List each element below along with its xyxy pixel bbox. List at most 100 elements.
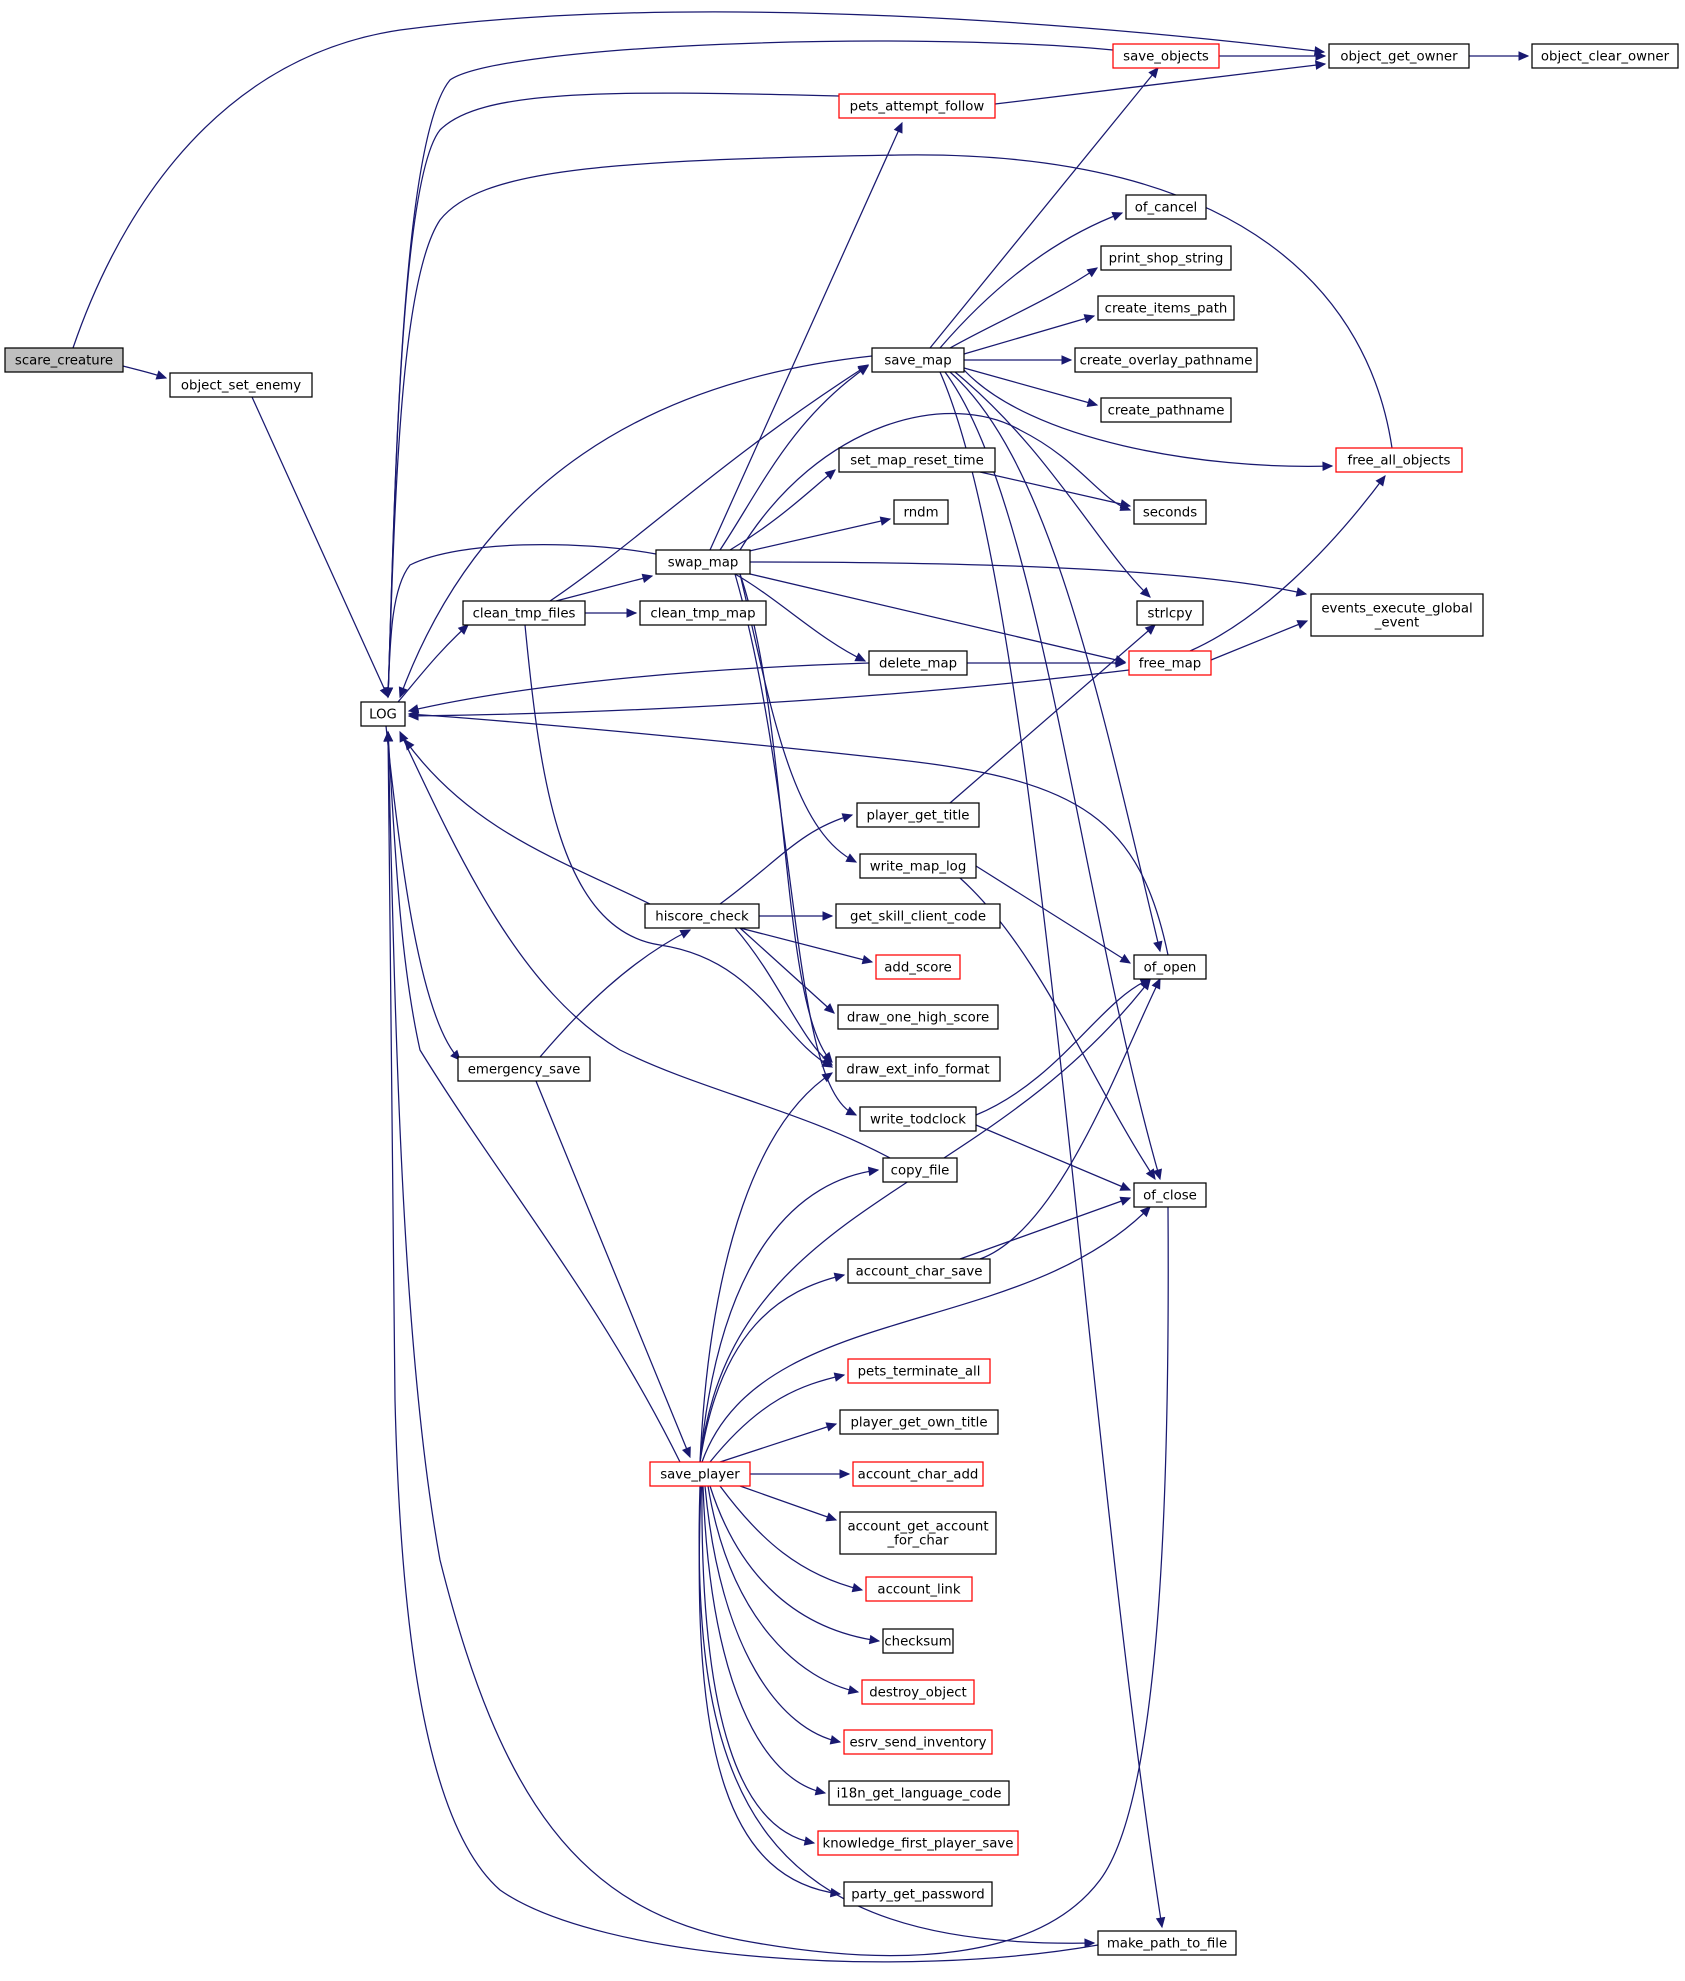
edge-hiscore_check-to-add_score [739, 927, 874, 965]
edge-save_map-to-LOG [398, 355, 873, 699]
node-label: add_score [884, 961, 951, 976]
node-strlcpy[interactable]: strlcpy [1136, 600, 1204, 626]
node-of-close[interactable]: of_close [1133, 1182, 1207, 1208]
edge-save_map-to-create_overlay_pathname [964, 355, 1073, 365]
node-label: delete_map [879, 657, 957, 672]
node-rndm[interactable]: rndm [893, 499, 949, 525]
node-label: checksum [884, 1635, 951, 1650]
edge-write_map_log-to-of_open [975, 865, 1132, 964]
node-label: _event [1374, 616, 1420, 631]
node-esrv-send-inventory[interactable]: esrv_send_inventory [843, 1729, 993, 1755]
edge-delete_map-to-free_map [967, 658, 1127, 668]
node-label: save_player [660, 1468, 740, 1483]
node-party-get-password[interactable]: party_get_password [843, 1881, 993, 1907]
edge-swap_map-to-rndm [744, 516, 892, 553]
node-make-path-to-file[interactable]: make_path_to_file [1097, 1930, 1237, 1956]
node-account-char-save[interactable]: account_char_save [847, 1258, 991, 1284]
node-account-link[interactable]: account_link [865, 1576, 973, 1602]
node-create-pathname[interactable]: create_pathname [1100, 397, 1232, 423]
node-i18n-get-language-code[interactable]: i18n_get_language_code [828, 1780, 1010, 1806]
node-scare-creature: scare_creature [4, 347, 124, 373]
node-label: account_char_save [856, 1265, 983, 1280]
node-create-overlay-pathname[interactable]: create_overlay_pathname [1074, 347, 1258, 373]
node-checksum[interactable]: checksum [882, 1628, 954, 1654]
node-account-char-add[interactable]: account_char_add [852, 1461, 984, 1487]
node-label: hiscore_check [655, 910, 749, 925]
node-label: scare_creature [15, 354, 113, 369]
node-label: LOG [369, 708, 397, 723]
edge-free_map-to-free_all_objects [1189, 475, 1386, 652]
edge-swap_map-to-write_todclock [734, 573, 858, 1116]
node-events-execute-global-event[interactable]: events_execute_global_event [1310, 593, 1484, 637]
edge-object_get_owner-to-object_clear_owner [1469, 51, 1530, 61]
node-copy-file[interactable]: copy_file [882, 1157, 958, 1183]
edge-save_player-to-account_char_add [750, 1469, 851, 1479]
node-save-objects[interactable]: save_objects [1112, 43, 1220, 69]
node-object-set-enemy[interactable]: object_set_enemy [169, 372, 313, 398]
node-free-map[interactable]: free_map [1128, 650, 1212, 676]
node-destroy-object[interactable]: destroy_object [861, 1679, 975, 1705]
node-swap-map[interactable]: swap_map [655, 549, 751, 575]
edge-save_player-to-make_path_to_file [698, 1485, 1096, 1948]
edge-save_map-to-create_pathname [963, 367, 1099, 408]
node-create-items-path[interactable]: create_items_path [1097, 295, 1235, 321]
node-pets-terminate-all[interactable]: pets_terminate_all [847, 1358, 991, 1384]
edge-save_map-to-of_close [944, 371, 1162, 1181]
node-save-player[interactable]: save_player [649, 1461, 751, 1487]
node-LOG[interactable]: LOG [360, 701, 406, 727]
node-label: of_open [1144, 961, 1197, 976]
node-set-map-reset-time[interactable]: set_map_reset_time [838, 447, 996, 473]
node-label: clean_tmp_map [650, 607, 755, 622]
node-label: of_close [1143, 1189, 1197, 1204]
edge-save_player-to-i18n_get_language_code [702, 1485, 827, 1796]
node-of-cancel[interactable]: of_cancel [1125, 194, 1207, 220]
node-seconds[interactable]: seconds [1133, 499, 1207, 525]
node-print-shop-string[interactable]: print_shop_string [1100, 245, 1232, 271]
node-get-skill-client-code[interactable]: get_skill_client_code [835, 903, 1001, 929]
node-player-get-title[interactable]: player_get_title [856, 802, 980, 828]
node-label: esrv_send_inventory [849, 1736, 986, 1751]
node-delete-map[interactable]: delete_map [868, 650, 968, 676]
node-label: emergency_save [468, 1063, 581, 1078]
node-write-map-log[interactable]: write_map_log [859, 853, 977, 879]
edge-save_player-to-knowledge_first_player_save [701, 1485, 816, 1846]
node-label: free_all_objects [1348, 454, 1451, 469]
node-draw-ext-info-format[interactable]: draw_ext_info_format [835, 1056, 1001, 1082]
edge-swap_map-to-save_map [719, 365, 870, 551]
node-label: create_overlay_pathname [1080, 354, 1253, 369]
node-pets-attempt-follow[interactable]: pets_attempt_follow [838, 93, 996, 119]
node-object-get-owner[interactable]: object_get_owner [1328, 43, 1470, 69]
node-draw-one-high-score[interactable]: draw_one_high_score [837, 1004, 999, 1030]
edge-copy_file-to-LOG [399, 730, 891, 1159]
node-account-get-account-for-char[interactable]: account_get_account_for_char [839, 1511, 997, 1555]
edge-swap_map-to-events_execute_global_event [749, 561, 1308, 597]
node-write-todclock[interactable]: write_todclock [859, 1106, 977, 1132]
node-label: account_get_account [847, 1520, 988, 1535]
node-of-open[interactable]: of_open [1133, 954, 1207, 980]
node-object-clear-owner[interactable]: object_clear_owner [1531, 43, 1679, 69]
node-label: save_objects [1123, 50, 1209, 65]
node-clean-tmp-map[interactable]: clean_tmp_map [639, 600, 767, 626]
node-label: destroy_object [869, 1686, 967, 1701]
node-add-score[interactable]: add_score [875, 954, 961, 980]
edge-save_player-to-LOG [383, 730, 681, 1463]
node-player-get-own-title[interactable]: player_get_own_title [839, 1409, 999, 1435]
node-label: seconds [1143, 506, 1197, 521]
node-label: set_map_reset_time [850, 454, 984, 469]
edge-save_map-to-save_objects [929, 67, 1159, 349]
node-label: events_execute_global [1321, 602, 1472, 617]
node-label: create_pathname [1108, 404, 1225, 419]
edge-hiscore_check-to-draw_ext_info_format [734, 927, 833, 1066]
node-knowledge-first-player-save[interactable]: knowledge_first_player_save [817, 1830, 1019, 1856]
edge-write_todclock-to-of_open [975, 978, 1152, 1116]
node-label: account_char_add [858, 1468, 979, 1483]
node-hiscore-check[interactable]: hiscore_check [644, 903, 760, 929]
node-clean-tmp-files[interactable]: clean_tmp_files [462, 600, 586, 626]
node-label: pets_attempt_follow [850, 100, 985, 115]
node-emergency-save[interactable]: emergency_save [457, 1056, 591, 1082]
node-save-map[interactable]: save_map [871, 347, 965, 373]
edge-swap_map-to-delete_map [734, 573, 867, 662]
edge-LOG-to-emergency_save [385, 725, 461, 1061]
node-free-all-objects[interactable]: free_all_objects [1335, 447, 1463, 473]
